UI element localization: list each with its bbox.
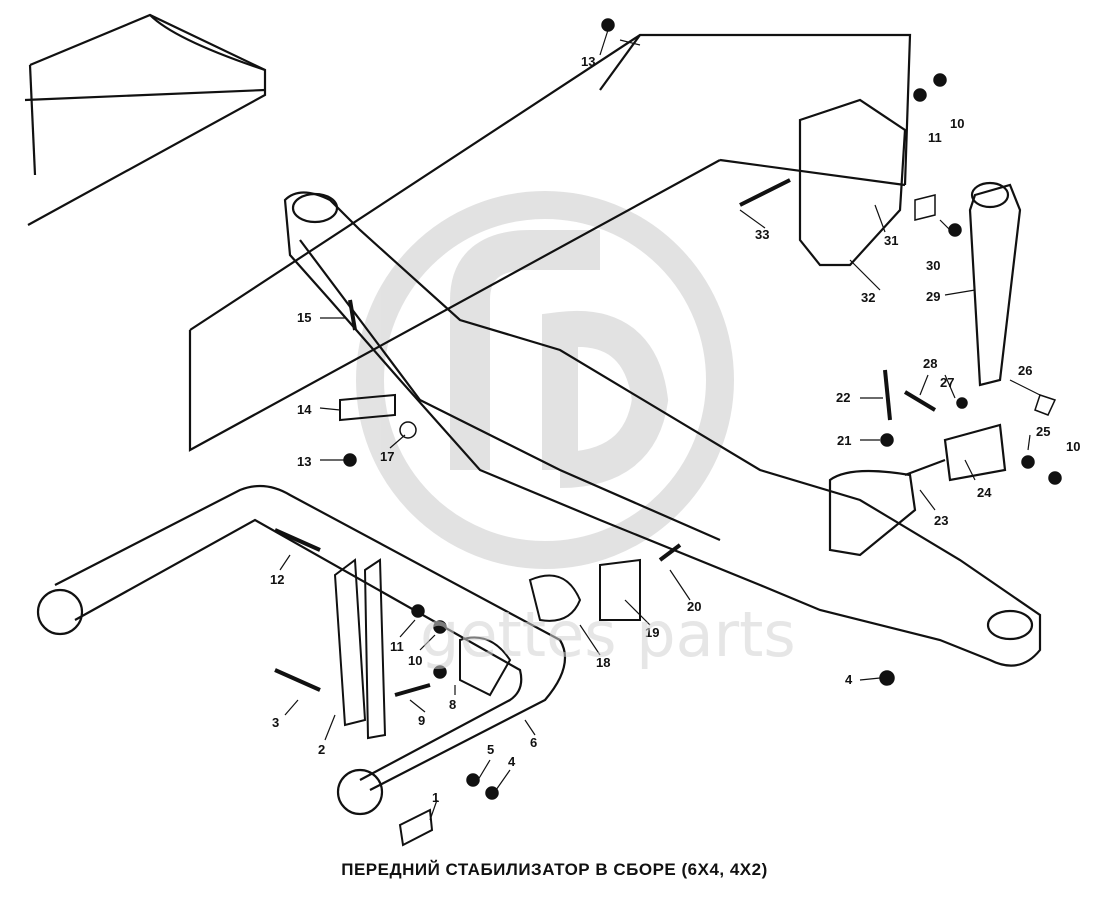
part-label: 5 (487, 742, 494, 757)
part-label: 20 (687, 599, 701, 614)
part-label: 28 (923, 356, 937, 371)
part-label: 8 (449, 697, 456, 712)
diagram-caption: ПЕРЕДНИЙ СТАБИЛИЗАТОР В СБОРЕ (6Х4, 4Х2) (341, 860, 768, 879)
part-label: 23 (934, 513, 948, 528)
stabilizer-bar (36, 484, 567, 816)
part-label: 10 (408, 653, 422, 668)
part-label: 31 (884, 233, 898, 248)
link-and-brackets (333, 393, 641, 847)
part-label: 12 (270, 572, 284, 587)
part-labels: 1 2 3 4 4 5 6 8 9 10 10 10 11 11 12 13 1… (270, 54, 1080, 805)
part-label: 22 (836, 390, 850, 405)
watermark-text: gettes parts (420, 598, 796, 671)
watermark-logo (356, 191, 734, 569)
part-label: 14 (297, 402, 312, 417)
part-label: 26 (1018, 363, 1032, 378)
part-label: 3 (272, 715, 279, 730)
fasteners (274, 18, 1062, 800)
part-label: 27 (940, 375, 954, 390)
part-label: 18 (596, 655, 610, 670)
part-label: 19 (645, 625, 659, 640)
part-label: 11 (928, 130, 942, 145)
part-label: 30 (926, 258, 940, 273)
part-label: 11 (390, 639, 404, 654)
part-label: 21 (837, 433, 851, 448)
part-label: 1 (432, 790, 439, 805)
part-label: 17 (380, 449, 394, 464)
part-label: 4 (845, 672, 853, 687)
part-label: 24 (977, 485, 992, 500)
part-label: 25 (1036, 424, 1050, 439)
leader-lines (279, 29, 1041, 821)
part-label: 6 (530, 735, 537, 750)
part-label: 13 (297, 454, 311, 469)
part-label: 4 (508, 754, 516, 769)
frame-rail-upper (24, 13, 267, 226)
part-label: 33 (755, 227, 769, 242)
part-label: 10 (950, 116, 964, 131)
part-label: 10 (1066, 439, 1080, 454)
part-label: 15 (297, 310, 311, 325)
part-label: 32 (861, 290, 875, 305)
part-label: 13 (581, 54, 595, 69)
shock-absorber (798, 98, 1022, 557)
part-label: 2 (318, 742, 325, 757)
part-label: 29 (926, 289, 940, 304)
frame-side-member (188, 33, 912, 452)
part-label: 9 (418, 713, 425, 728)
front-axle-beam (283, 191, 1042, 667)
